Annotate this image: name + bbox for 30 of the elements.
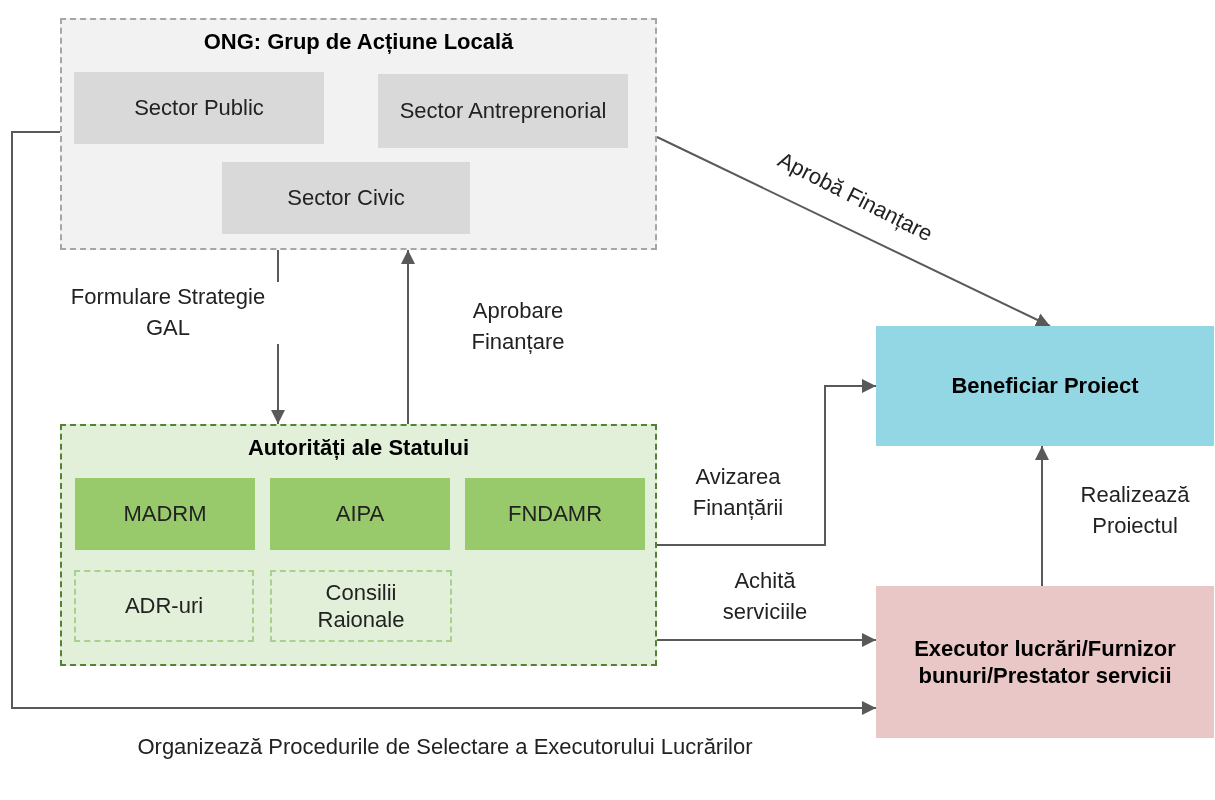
arrow xyxy=(401,249,415,425)
box-label: MADRM xyxy=(122,500,208,528)
box-label: AIPA xyxy=(334,500,386,528)
arrow xyxy=(1035,445,1049,587)
group-box xyxy=(60,18,657,250)
institution-box xyxy=(75,478,255,550)
sector-box xyxy=(74,72,324,144)
arrow xyxy=(656,633,877,647)
box-label: Sector Public xyxy=(133,94,265,122)
group-heading: ONG: Grup de Acțiune Locală xyxy=(202,28,515,56)
sector-box xyxy=(222,162,470,234)
box-label: Executor lucrări/Furnizor bunuri/Prestator servicii xyxy=(913,634,1177,690)
box-label: Sector Antreprenorial xyxy=(398,97,608,125)
arrow xyxy=(656,379,877,546)
beneficiary-box xyxy=(876,326,1214,446)
institution-box xyxy=(465,478,645,550)
box-label: FNDAMR xyxy=(506,500,604,528)
arrow xyxy=(656,136,1051,327)
box-label: Sector Civic xyxy=(286,184,406,212)
contractor-box xyxy=(876,586,1214,738)
institution-box xyxy=(270,478,450,550)
box-label: Beneficiar Proiect xyxy=(950,372,1140,400)
box-label: Consilii Raionale xyxy=(316,578,406,634)
sector-box xyxy=(378,74,628,148)
institution-box xyxy=(74,570,254,642)
box-label: ADR-uri xyxy=(123,592,205,620)
arrow xyxy=(11,131,877,715)
institution-box xyxy=(270,570,452,642)
group-box xyxy=(60,424,657,666)
group-heading: Autorități ale Statului xyxy=(246,434,471,462)
